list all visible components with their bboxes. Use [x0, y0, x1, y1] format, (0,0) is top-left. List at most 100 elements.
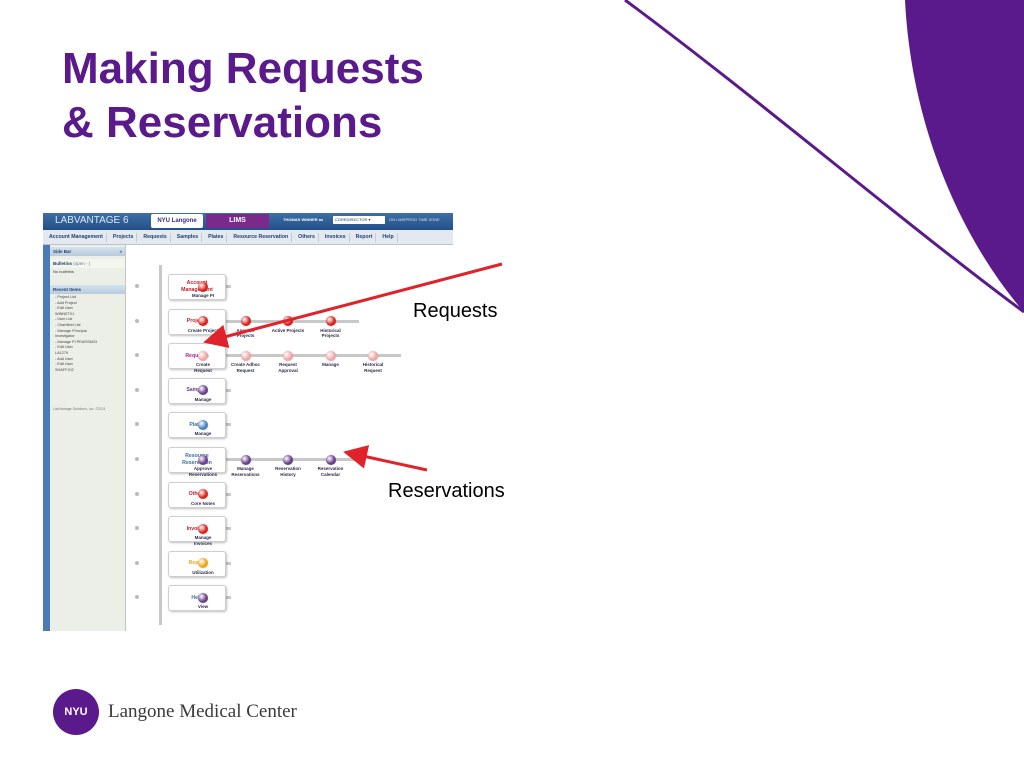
- step-box-label: Samples: [186, 387, 208, 394]
- step-action-dot[interactable]: [198, 454, 208, 465]
- role-select-value: COREDIRECTOR: [335, 217, 368, 222]
- step-action-dot[interactable]: [198, 281, 208, 292]
- step-action-dot[interactable]: [283, 350, 293, 361]
- step-action-dot[interactable]: [240, 454, 251, 465]
- step-action-label[interactable]: Manage: [194, 396, 212, 402]
- bulletins-label: Bulletins: [53, 261, 73, 266]
- step-bullet: [135, 284, 139, 288]
- menu-account-management[interactable]: Account Management: [46, 232, 107, 242]
- menu-projects[interactable]: Projects: [110, 232, 138, 242]
- role-select[interactable]: COREDIRECTOR ▾: [333, 216, 385, 224]
- app-screenshot: LABVANTAGE 6 NYU Langone LIMS THOMAS WIN…: [43, 213, 453, 631]
- step-action-dot[interactable]: [198, 523, 208, 534]
- step-action-label[interactable]: Manage: [322, 362, 339, 368]
- step-action-label[interactable]: View: [197, 604, 209, 610]
- step-action-label[interactable]: Historical Request: [362, 362, 384, 373]
- step-box-requests[interactable]: Requests: [168, 343, 226, 370]
- menu-samples[interactable]: Samples: [174, 232, 203, 242]
- recent-item[interactable]: - Edit User: [55, 362, 73, 367]
- step-action-label[interactable]: Core Notes: [190, 500, 215, 506]
- step-action-dot[interactable]: [325, 350, 336, 361]
- bulletins-note[interactable]: (open - ): [73, 261, 91, 266]
- chevron-down-icon: ▾: [368, 217, 371, 222]
- recent-item[interactable]: - Manage Principal: [55, 328, 87, 333]
- recent-item[interactable]: - User List: [55, 317, 73, 322]
- step-action-dot[interactable]: [283, 454, 293, 465]
- step-action-label[interactable]: Create Adhoc Request: [230, 362, 261, 373]
- recent-item[interactable]: - Manage PI PEARSM03: [55, 339, 97, 344]
- workflow-connectors: [159, 265, 162, 625]
- step-action-dot[interactable]: [368, 350, 378, 361]
- slide-title-line2: & Reservations: [62, 98, 383, 147]
- recent-item[interactable]: LA1279: [55, 351, 69, 355]
- step-action-dot[interactable]: [325, 316, 336, 327]
- sidebar-copyright: LabVantage Solutions, Inc. ©2011: [53, 407, 106, 411]
- slide-title: Making Requests & Reservations: [62, 42, 424, 150]
- step-action-label[interactable]: Historical Projects: [320, 327, 341, 339]
- step-action-dot[interactable]: [198, 316, 208, 327]
- step-box-samples[interactable]: Samples: [168, 377, 226, 404]
- step-action-dot[interactable]: [240, 316, 251, 327]
- recent-item[interactable]: WINNET01: [55, 311, 75, 316]
- step-action-dot[interactable]: [325, 454, 336, 465]
- step-action-label[interactable]: Create Request: [194, 362, 212, 373]
- step-action-label[interactable]: Manage Invoices: [193, 535, 212, 546]
- bulletins-text: No bulletins: [53, 269, 74, 274]
- nyu-langone-logo: NYU Langone: [151, 214, 203, 228]
- menu-requests[interactable]: Requests: [140, 232, 171, 242]
- step-action-dot[interactable]: [240, 350, 251, 361]
- step-bullet: [135, 595, 139, 600]
- step-bullet: [135, 526, 139, 531]
- step-action-label[interactable]: Utilization: [192, 569, 214, 575]
- app-header-bar: LABVANTAGE 6 NYU Langone LIMS THOMAS WIN…: [43, 213, 453, 230]
- step-bullet: [135, 387, 139, 392]
- step-action-label[interactable]: Reservation Calendar: [317, 466, 344, 477]
- step-action-dot[interactable]: [198, 350, 208, 361]
- lims-module-badge: LIMS: [206, 214, 269, 228]
- recent-item[interactable]: - Edit User: [55, 345, 73, 350]
- recent-item[interactable]: SHAFFJ02: [55, 367, 74, 372]
- step-action-dot[interactable]: [198, 419, 208, 430]
- step-action-dot[interactable]: [198, 592, 208, 603]
- step-action-label[interactable]: Approve Reservations: [188, 466, 218, 477]
- step-box-label: Requests: [185, 352, 209, 359]
- menu-invoices[interactable]: Invoices: [322, 232, 350, 242]
- recent-item[interactable]: - Add Project: [55, 300, 77, 305]
- recent-item[interactable]: - Chartfield List: [55, 323, 81, 327]
- step-box-plates[interactable]: Plates: [168, 412, 226, 439]
- menu-plates[interactable]: Plates: [205, 232, 228, 242]
- requests-callout: Requests: [413, 300, 498, 322]
- menu-others[interactable]: Others: [295, 232, 319, 242]
- step-box-label: Others: [188, 491, 206, 498]
- step-box-label: Help: [191, 594, 203, 601]
- step-box-invoices[interactable]: Invoices: [168, 516, 226, 543]
- recent-item[interactable]: - Edit User: [55, 306, 73, 311]
- step-bullet: [135, 318, 139, 323]
- menu-resource-reservation[interactable]: Resource Reservation: [230, 232, 293, 242]
- step-box-others[interactable]: Others: [168, 481, 226, 508]
- step-box-label: Report: [188, 560, 206, 567]
- step-box-resource-reservation[interactable]: Resource Reservation: [168, 447, 226, 473]
- step-action-dot[interactable]: [198, 385, 208, 396]
- step-action-dot[interactable]: [198, 558, 208, 569]
- step-box-label: Plates: [189, 421, 205, 428]
- step-action-label[interactable]: Manage Reservations: [231, 466, 260, 477]
- step-action-label[interactable]: Request Approval: [278, 362, 298, 373]
- step-box-report[interactable]: Report: [168, 550, 226, 577]
- double-chevron-left-icon[interactable]: «: [119, 249, 122, 254]
- recent-items-label: Recent Items: [53, 287, 82, 292]
- recent-item[interactable]: - Add User: [55, 356, 73, 361]
- recent-item[interactable]: - Project List: [55, 295, 77, 299]
- menu-help[interactable]: Help: [379, 232, 398, 242]
- slide-title-line1: Making Requests: [62, 44, 424, 93]
- step-action-label[interactable]: Reservation History: [275, 466, 301, 477]
- bulletins-header: Bulletins (open - ): [50, 259, 125, 268]
- menu-report[interactable]: Report: [353, 232, 377, 242]
- recent-item[interactable]: Investigator: [55, 334, 75, 339]
- step-action-dot[interactable]: [198, 489, 208, 500]
- step-action-label[interactable]: Manage: [194, 431, 212, 437]
- step-box-label: Projects: [186, 318, 208, 325]
- step-box-help[interactable]: Help: [168, 585, 226, 612]
- step-action-label[interactable]: Manage PI: [191, 293, 215, 298]
